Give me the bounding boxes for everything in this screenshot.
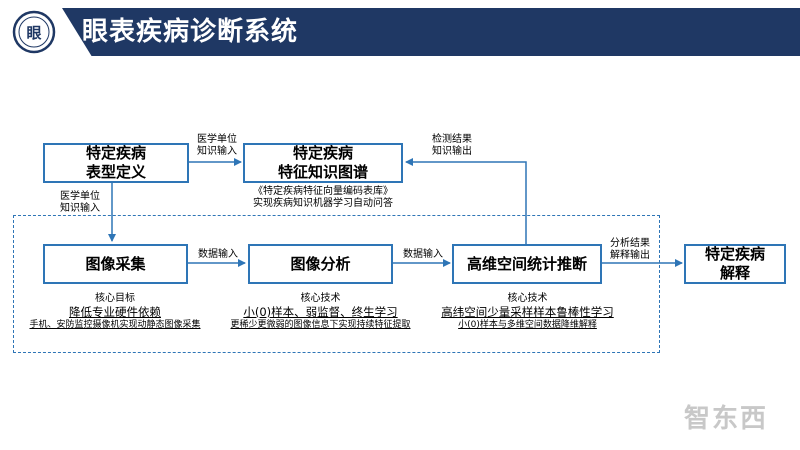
watermark: 智东西 xyxy=(684,404,769,434)
box-image-collection: 图像采集 xyxy=(43,244,188,284)
detail-inference: 核心技术 高纬空间少量采样样本鲁棒性学习 小(0)样本与多维空间数据降维解释 xyxy=(441,293,614,330)
label-medical-unit-input-left: 医学单位 知识输入 xyxy=(60,191,100,214)
detail-collection: 核心目标 降低专业硬件依赖 手机、安防监控摄像机实现动静态图像采集 xyxy=(29,293,201,330)
arrow-inference-to-kg xyxy=(405,158,527,244)
label-data-input-2: 数据输入 xyxy=(403,249,443,260)
page-title: 眼表疾病诊断系统 xyxy=(82,17,299,47)
label-data-input-1: 数据输入 xyxy=(198,249,238,260)
label-analysis-output: 分析结果 解释输出 xyxy=(610,238,650,261)
box-phenotype-definition: 特定疾病表型定义 xyxy=(43,143,189,183)
detail-analysis: 核心技术 小(0)样本、弱监督、终生学习 更稀少更微弱的图像信息下实现持续特征提… xyxy=(230,293,411,330)
label-detection-output: 检测结果 知识输出 xyxy=(432,134,472,157)
label-kg-description: 《特定疾病特征向量编码表库》 实现疾病知识机器学习自动问答 xyxy=(253,186,393,209)
title-bar xyxy=(62,8,800,56)
box-knowledge-graph: 特定疾病特征知识图谱 xyxy=(243,143,403,183)
svg-text:眼: 眼 xyxy=(26,24,41,42)
dashed-system-boundary xyxy=(13,215,660,353)
header: 眼 眼表疾病诊断系统 xyxy=(0,0,800,62)
university-logo-icon: 眼 xyxy=(12,10,56,54)
box-high-dim-inference: 高维空间统计推断 xyxy=(452,244,602,284)
box-image-analysis: 图像分析 xyxy=(248,244,393,284)
label-medical-unit-input-top: 医学单位 知识输入 xyxy=(197,134,237,157)
box-interpretation: 特定疾病解释 xyxy=(684,244,786,284)
